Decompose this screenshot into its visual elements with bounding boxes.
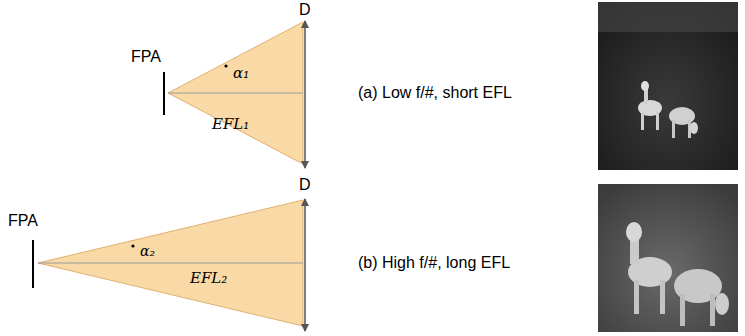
field-cone bbox=[168, 22, 303, 164]
dimension-arrow bbox=[304, 93, 306, 168]
angle-label: α₂ bbox=[140, 243, 155, 259]
dimension-label: D bbox=[299, 176, 311, 194]
case-caption: (a) Low f/#, short EFL bbox=[358, 84, 512, 102]
fpa-plane bbox=[163, 72, 165, 115]
thermal-photo bbox=[598, 2, 738, 170]
thermal-photo bbox=[598, 184, 738, 332]
field-cone bbox=[38, 200, 303, 326]
dimension-label: D bbox=[299, 1, 311, 19]
fpa-label: FPA bbox=[131, 48, 161, 66]
optical-axis bbox=[168, 93, 303, 94]
angle-dot bbox=[131, 244, 134, 247]
optical-axis bbox=[38, 263, 303, 264]
focal-length-label: EFL₁ bbox=[212, 116, 249, 133]
angle-dot bbox=[224, 64, 227, 67]
focal-length-label: EFL₂ bbox=[190, 270, 227, 287]
fpa-label: FPA bbox=[8, 212, 38, 230]
dimension-arrow bbox=[304, 21, 306, 93]
dimension-arrow bbox=[304, 199, 306, 263]
dimension-arrow bbox=[304, 263, 306, 331]
fpa-plane bbox=[32, 240, 34, 288]
case-caption: (b) High f/#, long EFL bbox=[358, 254, 510, 272]
angle-label: α₁ bbox=[233, 65, 249, 82]
